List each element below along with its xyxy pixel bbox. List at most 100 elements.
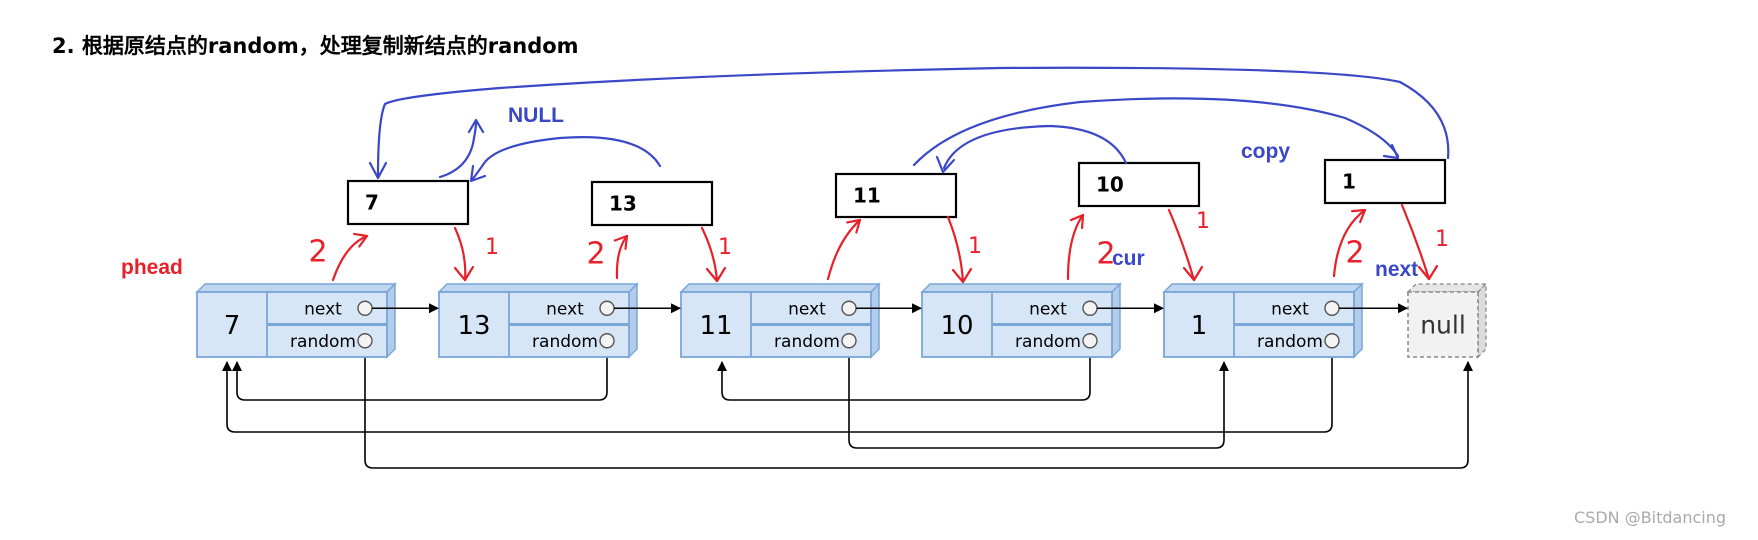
watermark: CSDN @Bitdancing <box>1574 508 1727 527</box>
copy-node-10: 10 <box>1077 161 1201 208</box>
blue-10-to-11-head <box>935 155 956 174</box>
next-field-label: next <box>1029 299 1067 319</box>
list-node-10: 10 next random <box>920 282 1122 359</box>
node-value: 11 <box>699 311 732 341</box>
copy-node-boxes: 7 13 11 10 1 <box>346 158 1447 227</box>
step-mark-2: 2 <box>1096 237 1115 272</box>
next-field-label: next <box>304 299 342 319</box>
phead-label: phead <box>121 256 183 279</box>
blue-loop-1-to-7 <box>376 66 1450 178</box>
step-mark-1: 1 <box>1196 209 1210 234</box>
null-node: null <box>1406 282 1488 359</box>
step-mark-2: 2 <box>1345 236 1364 271</box>
step-mark-1: 1 <box>718 235 732 260</box>
list-node-1: 1 next random <box>1162 282 1364 359</box>
red-down-arrowhead-2 <box>705 266 727 283</box>
blue-10-to-11 <box>942 124 1128 170</box>
cur-label: cur <box>1112 247 1145 270</box>
blue-13-to-7-head <box>469 164 487 183</box>
copy-node-13: 13 <box>590 180 714 227</box>
red-up-arrow-3 <box>826 218 862 281</box>
null-node-body <box>1407 291 1479 358</box>
copy-node-box <box>834 172 958 219</box>
step-mark-1: 1 <box>485 235 499 260</box>
blue-random-annotations <box>368 66 1450 183</box>
node-side-face <box>386 282 396 359</box>
node-side-face <box>870 282 880 359</box>
next-pointer-circle <box>1082 300 1098 316</box>
node-value: 7 <box>224 311 241 341</box>
copy-node-11: 11 <box>834 172 958 219</box>
node-top-face <box>920 283 1122 293</box>
random-1-to-7 <box>222 347 1333 433</box>
red-up-arrowhead-5 <box>1350 208 1367 224</box>
node-value: 1 <box>1191 311 1208 341</box>
node-top-face <box>679 283 881 293</box>
blue-7-to-null-head <box>467 118 485 134</box>
blue-13-to-7 <box>470 136 662 182</box>
red-down-arrowhead-5 <box>1417 264 1439 281</box>
node-value: 10 <box>940 311 973 341</box>
null-label: NULL <box>508 104 564 127</box>
next-label: next <box>1375 258 1419 281</box>
copy-node-value: 11 <box>853 184 881 208</box>
red-up-arrowhead-3 <box>846 218 862 234</box>
copy-node-box <box>1077 161 1201 208</box>
random-pointer-circle <box>357 333 373 349</box>
red-up-arrow-2 <box>615 234 629 280</box>
random-13-to-7 <box>232 347 608 401</box>
random-10-to-11 <box>717 347 1091 401</box>
step-mark-1: 1 <box>968 234 982 259</box>
red-down-arrow-5 <box>1400 203 1431 281</box>
red-up-arrowhead-4 <box>1069 213 1085 230</box>
next-pointer-circle <box>841 300 857 316</box>
next-field-label: next <box>788 299 826 319</box>
step-mark-1: 1 <box>1435 227 1449 252</box>
node-top-face <box>195 283 397 293</box>
red-down-arrow-3 <box>946 215 965 284</box>
red-down-arrow-1 <box>453 226 467 282</box>
red-down-arrowhead-4 <box>1182 265 1204 282</box>
random-field-label: random <box>532 332 598 352</box>
red-down-arrowhead-1 <box>453 265 475 282</box>
random-pointer-circle <box>1324 333 1340 349</box>
copy-node-box <box>590 180 714 227</box>
red-up-arrow-4 <box>1066 213 1085 281</box>
random-field-label: random <box>290 332 356 352</box>
random-field-label: random <box>1257 332 1323 352</box>
red-up-arrow-5 <box>1332 208 1367 278</box>
copy-node-value: 10 <box>1096 173 1124 197</box>
copy-node-value: 13 <box>609 192 637 216</box>
copy-node-value: 1 <box>1342 170 1356 194</box>
null-node-side <box>1477 282 1487 359</box>
red-down-arrow-4 <box>1167 208 1196 282</box>
random-pointer-circle <box>599 333 615 349</box>
next-field-label: next <box>1271 299 1309 319</box>
random-field-label: random <box>1015 332 1081 352</box>
random-7-to-null <box>364 347 1473 469</box>
copy-node-7: 7 <box>346 179 470 226</box>
node-side-face <box>628 282 638 359</box>
next-pointer-circle <box>1324 300 1340 316</box>
page-title: 2. 根据原结点的random，处理复制新结点的random <box>52 34 579 58</box>
copy-label: copy <box>1241 140 1291 163</box>
copy-node-box <box>346 179 470 226</box>
node-side-face <box>1353 282 1363 359</box>
next-field-label: next <box>546 299 584 319</box>
node-top-face <box>437 283 639 293</box>
blue-11-to-1-head <box>1382 143 1400 160</box>
list-node-7: 7 next random <box>195 282 397 359</box>
copy-node-value: 7 <box>365 191 379 215</box>
copy-node-1: 1 <box>1323 158 1447 205</box>
copy-node-box <box>1323 158 1447 205</box>
blue-7-to-null <box>438 120 478 179</box>
red-down-arrow-2 <box>700 226 719 283</box>
step-mark-2: 2 <box>586 237 605 272</box>
blue-loop-1-to-7-head <box>368 161 388 180</box>
red-up-arrowhead-1 <box>353 232 369 248</box>
